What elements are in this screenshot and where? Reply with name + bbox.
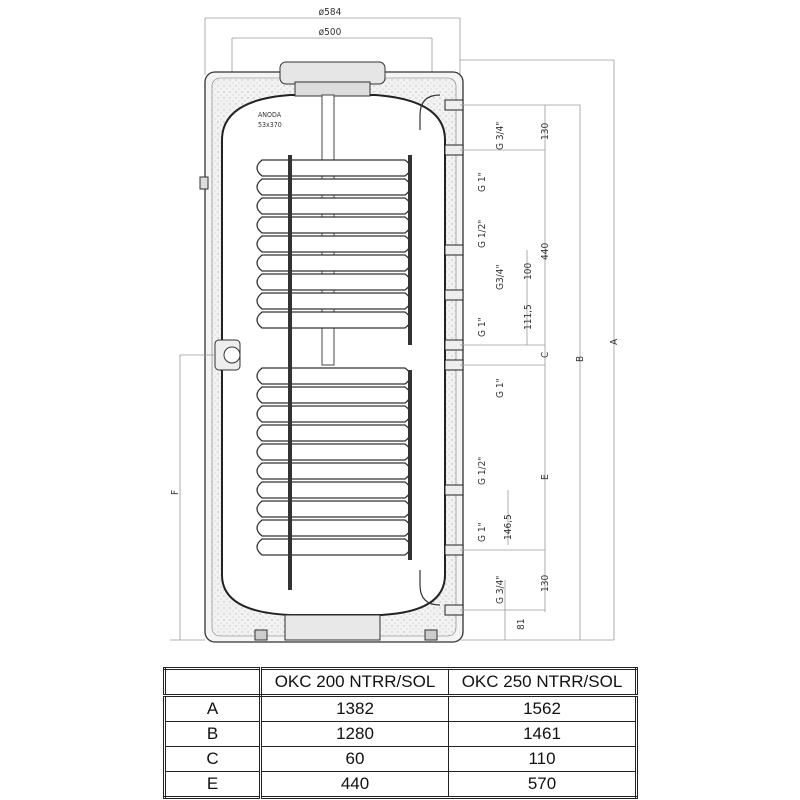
connection-stub: [444, 244, 464, 256]
dim-146-5: 146,5: [503, 514, 514, 540]
connection-stub: [444, 289, 464, 301]
dim-A: A: [609, 338, 620, 345]
conn-label-7: G 1/2": [477, 457, 488, 485]
table-cell: 60: [260, 746, 449, 772]
coil-loop: [256, 367, 412, 385]
table-cell: 440: [260, 771, 449, 798]
table-row: B 1280 1461: [164, 721, 637, 747]
coil-loop: [256, 311, 412, 329]
coil-loop: [256, 197, 412, 215]
table-cell: 1461: [448, 721, 637, 747]
row-label: B: [164, 721, 262, 747]
base: [284, 614, 381, 641]
row-label: C: [164, 746, 262, 772]
connection-stub: [444, 484, 464, 496]
dim-111-5: 111,5: [523, 304, 534, 330]
row-label: A: [164, 695, 262, 722]
conn-label-3: G 1/2": [477, 220, 488, 248]
top-cover: [279, 61, 386, 85]
coil-loop: [256, 500, 412, 518]
coil-loop: [256, 424, 412, 442]
coil-loop: [256, 405, 412, 423]
header-cell: [164, 668, 262, 697]
dim-E: E: [540, 474, 551, 480]
dim-440: 440: [540, 243, 551, 260]
anode-label: ANODA: [258, 111, 282, 119]
conn-label-2: G 1": [477, 172, 488, 192]
header-cell: OKC 200 NTRR/SOL: [260, 668, 449, 697]
coil-loop: [256, 538, 412, 556]
inner-diameter-label: ø500: [319, 27, 342, 38]
coil-loop: [256, 159, 412, 177]
dim-100: 100: [523, 263, 534, 280]
coil-loop: [256, 216, 412, 234]
conn-label-6: G 1": [495, 378, 506, 398]
conn-label-5: G 1": [477, 317, 488, 337]
coil-loop: [256, 481, 412, 499]
coil-loop: [256, 462, 412, 480]
table-row: C 60 110: [164, 746, 637, 772]
coil-loop: [256, 178, 412, 196]
row-label: E: [164, 771, 262, 798]
coil-loop: [256, 386, 412, 404]
table-header-row: OKC 200 NTRR/SOL OKC 250 NTRR/SOL: [164, 668, 637, 697]
outlet-pipe: [419, 94, 441, 130]
conn-label-1: G 3/4": [495, 122, 506, 150]
dim-F: F: [170, 490, 181, 495]
coil-loop: [256, 273, 412, 291]
dim-130-top: 130: [540, 123, 551, 140]
dim-130-bottom: 130: [540, 575, 551, 592]
coil-loop: [256, 519, 412, 537]
table-cell: 1280: [260, 721, 449, 747]
coil-loop: [256, 254, 412, 272]
dim-81: 81: [516, 619, 527, 630]
table-cell: 1382: [260, 695, 449, 722]
table-row: E 440 570: [164, 771, 637, 798]
heat-exchanger-coils: [256, 155, 412, 590]
dimension-labels: G 3/4" G 1" G 1/2" G3/4" G 1" G 1" G 1/2…: [170, 122, 620, 630]
water-heater-drawing: ø584 ø500 ANODA 53x370: [170, 7, 620, 643]
header-cell: OKC 250 NTRR/SOL: [448, 668, 637, 697]
table-cell: 570: [448, 771, 637, 798]
anode-size: 53x370: [258, 121, 282, 129]
table-row: A 1382 1562: [164, 695, 637, 722]
conn-label-8: G 1": [477, 522, 488, 542]
dim-B: B: [575, 356, 586, 362]
table-cell: 110: [448, 746, 637, 772]
dimensions-table: OKC 200 NTRR/SOL OKC 250 NTRR/SOL A 1382…: [163, 667, 638, 799]
coil-loop: [256, 292, 412, 310]
outer-diameter-label: ø584: [319, 7, 342, 18]
dim-C: C: [540, 352, 551, 358]
coil-loop: [256, 443, 412, 461]
coil-loop: [256, 235, 412, 253]
table-cell: 1562: [448, 695, 637, 722]
conn-label-9: G 3/4": [495, 576, 506, 604]
conn-label-4: G3/4": [495, 264, 506, 290]
